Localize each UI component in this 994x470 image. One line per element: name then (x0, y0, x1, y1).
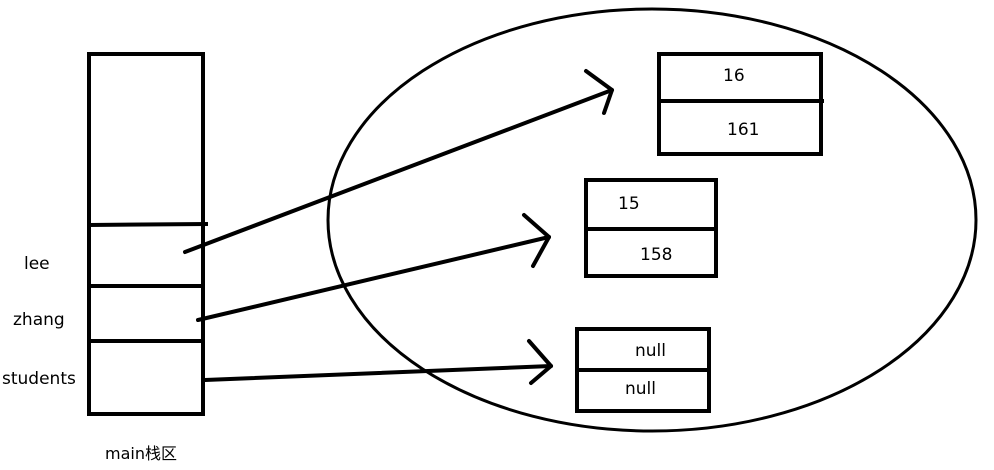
arrow-head (584, 69, 614, 115)
reference-arrow-students (203, 339, 553, 385)
heap-object-1 (657, 52, 823, 156)
arrow-shaft (183, 88, 614, 254)
stack-frame (87, 52, 205, 416)
reference-arrow-lee (183, 69, 614, 254)
heap-object-3-field-2: null (625, 379, 656, 399)
heap-object-2-field-2: 158 (640, 245, 673, 265)
reference-arrow-zhang (196, 213, 551, 322)
stack-variable-zhang: zhang (13, 310, 65, 330)
heap-region (326, 7, 978, 433)
heap-object-3-field-1: null (635, 341, 666, 361)
arrow-shaft (196, 235, 551, 322)
heap-object-1-field-2: 161 (727, 120, 760, 140)
heap-object-1-field-1: 16 (723, 66, 745, 86)
heap-object-2-field-1: 15 (618, 194, 640, 214)
arrow-shaft (203, 364, 553, 382)
stack-slot-divider (88, 222, 209, 227)
arrow-head (522, 213, 551, 268)
stack-variable-lee: lee (24, 254, 50, 274)
stack-caption: main栈区 (105, 444, 177, 463)
stack-variable-students: students (2, 369, 76, 389)
arrow-head (527, 339, 553, 385)
